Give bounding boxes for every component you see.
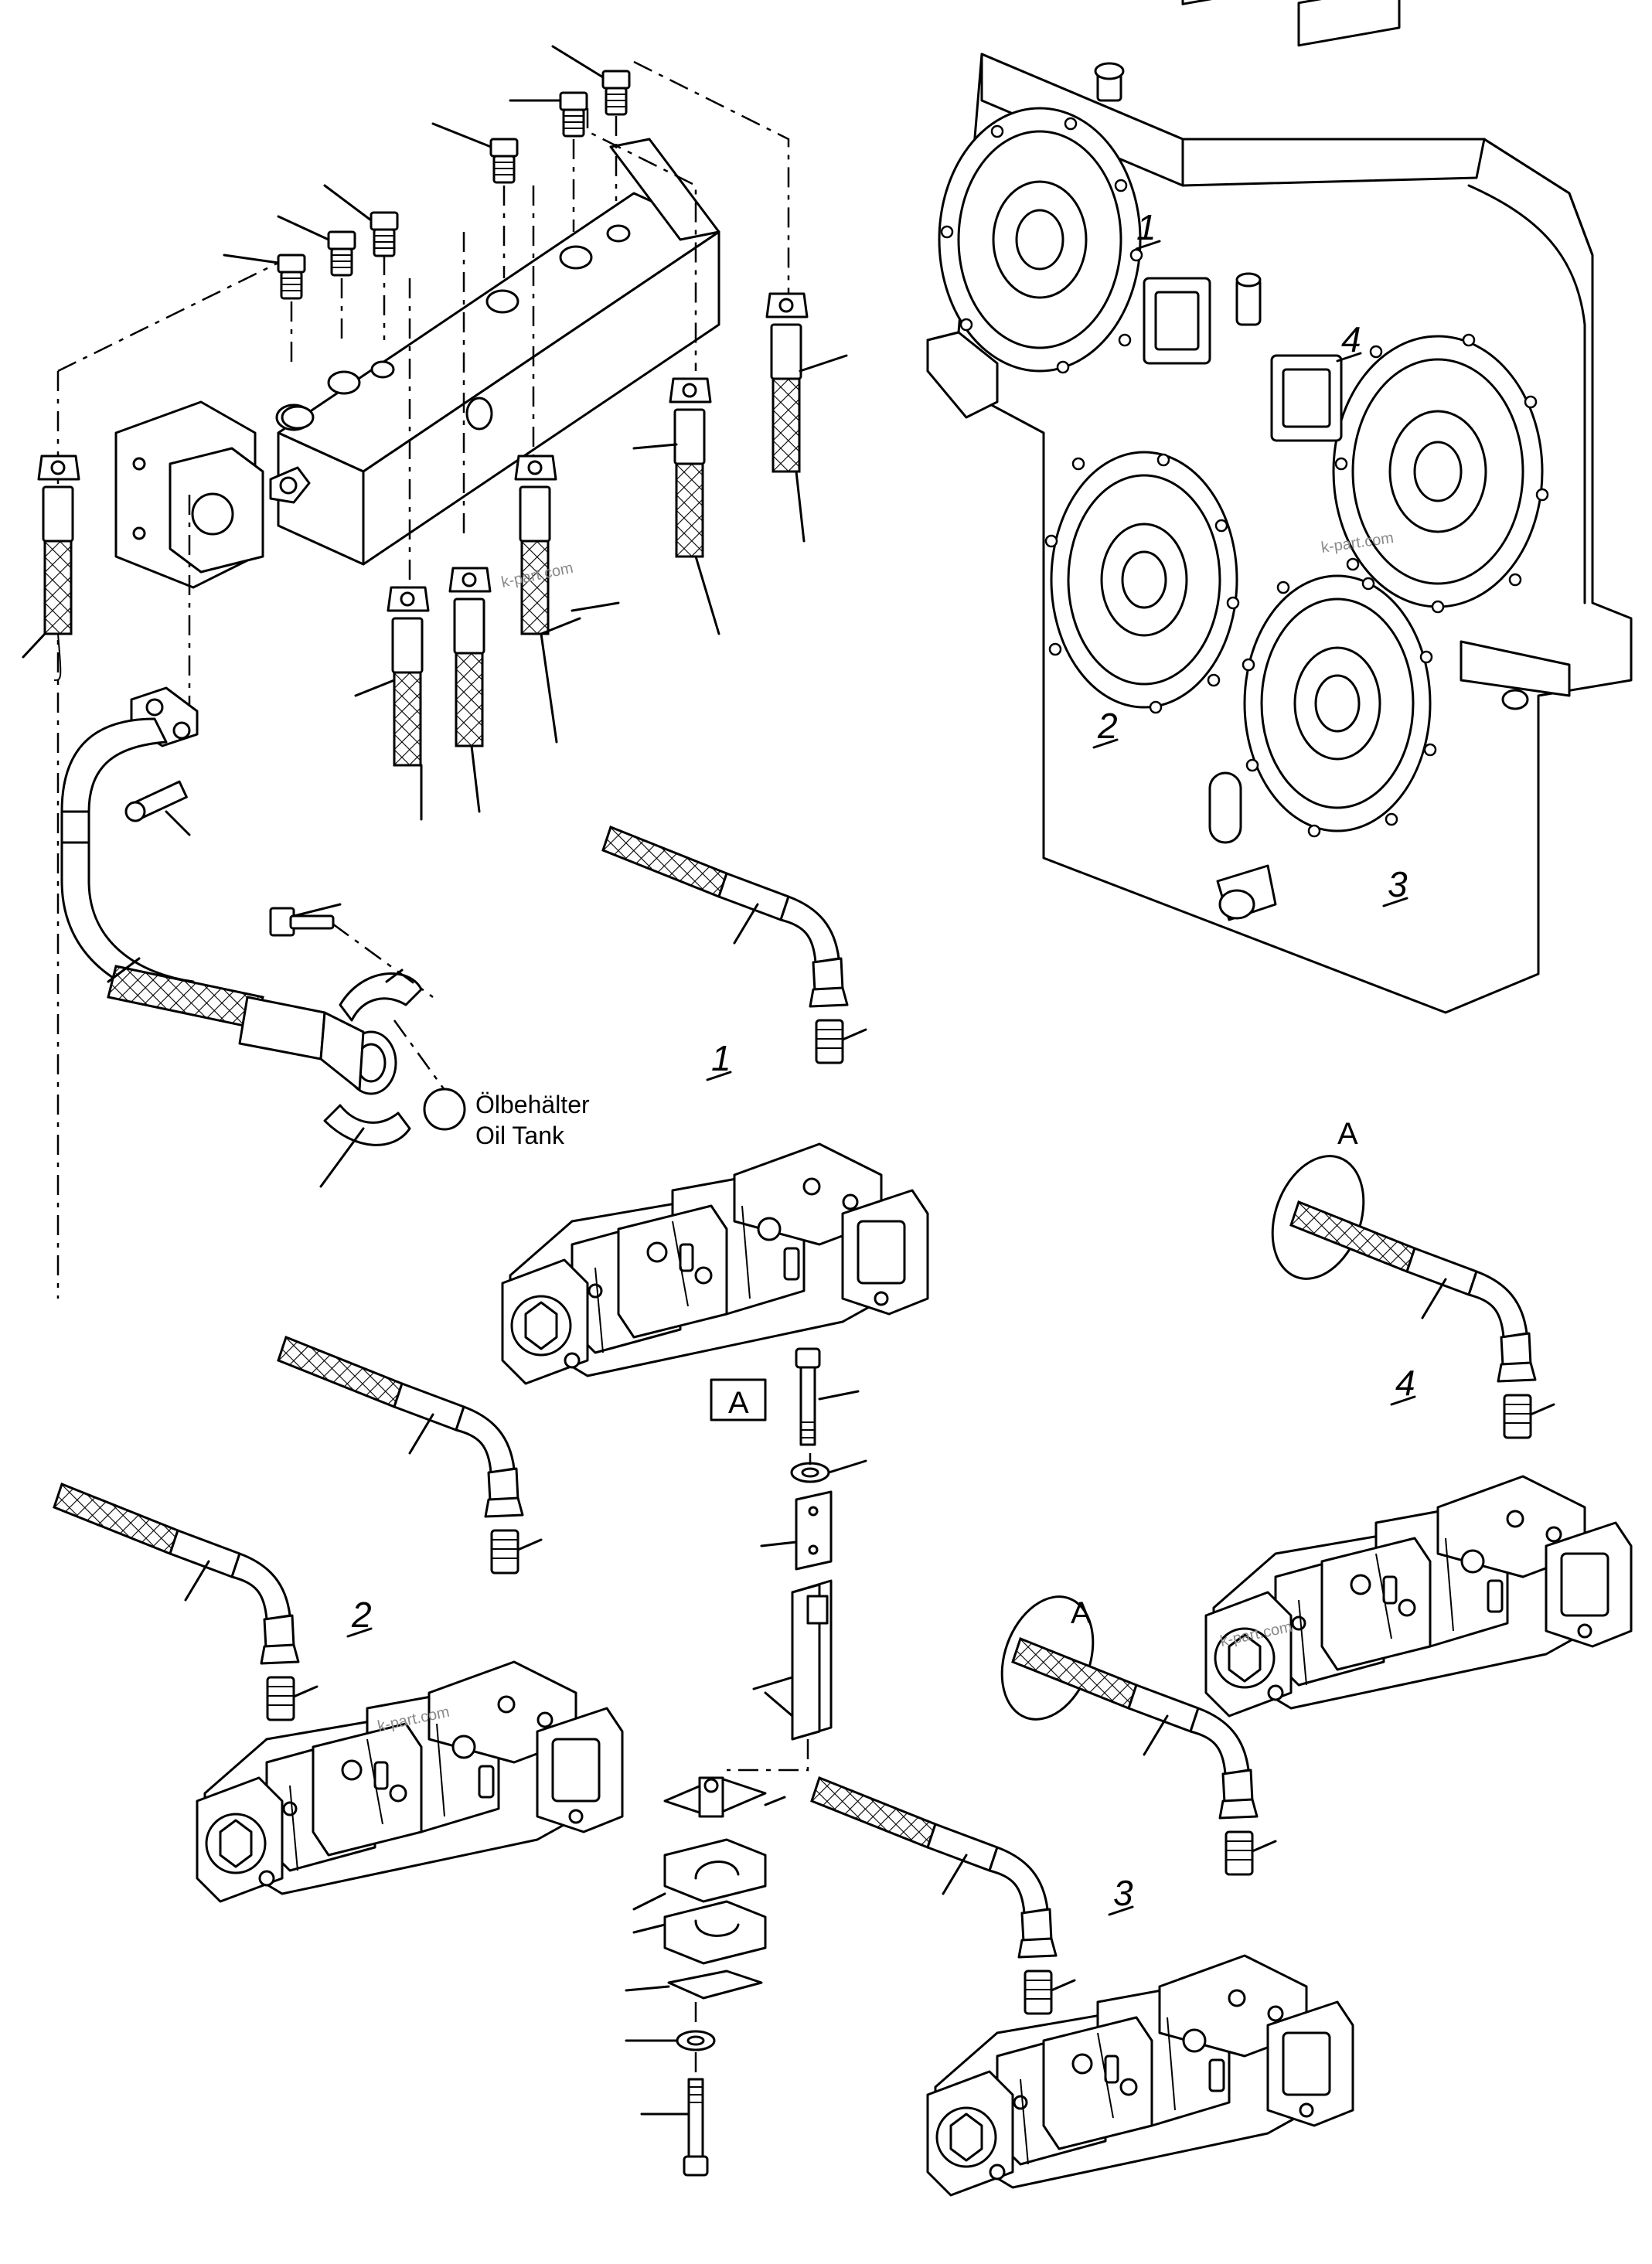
manifold-hoses [22,292,848,821]
gearbox-port-4-label: 4 [1341,319,1361,359]
pump-4-label: 4 [1395,1363,1415,1403]
pump-assembly-3 [810,1595,1354,2197]
oil-tank-label-en: Oil Tank [475,1122,565,1149]
manifold-fittings [223,45,631,363]
gearbox-bolts [940,117,1549,838]
gearbox-port-3-label: 3 [1388,864,1408,904]
pump-3-label: 3 [1113,1873,1133,1913]
view-a-box [710,1378,767,1421]
pump-1-label: 1 [711,1038,731,1078]
view-a-box-label: A [728,1386,749,1420]
view-a-marker-2: A [1071,1596,1092,1630]
view-a-clamp-stack [625,1347,867,2177]
manifold-block [114,138,720,589]
oil-tank-label-de: Ölbehälter [475,1091,590,1118]
pump-2-label: 2 [351,1595,372,1635]
pump-assembly-2 [53,1336,624,1903]
tank-hose-clamp [107,903,466,1188]
gearbox-housing [926,0,1633,1014]
gearbox-port-2-label: 2 [1097,706,1118,746]
tank-elbow-flange [60,686,199,1006]
view-a-marker-1: A [1337,1117,1358,1151]
gearbox-port-1-label: 1 [1136,207,1156,247]
leader-lines [56,60,790,1299]
pump-assembly-4 [1204,1155,1633,1718]
